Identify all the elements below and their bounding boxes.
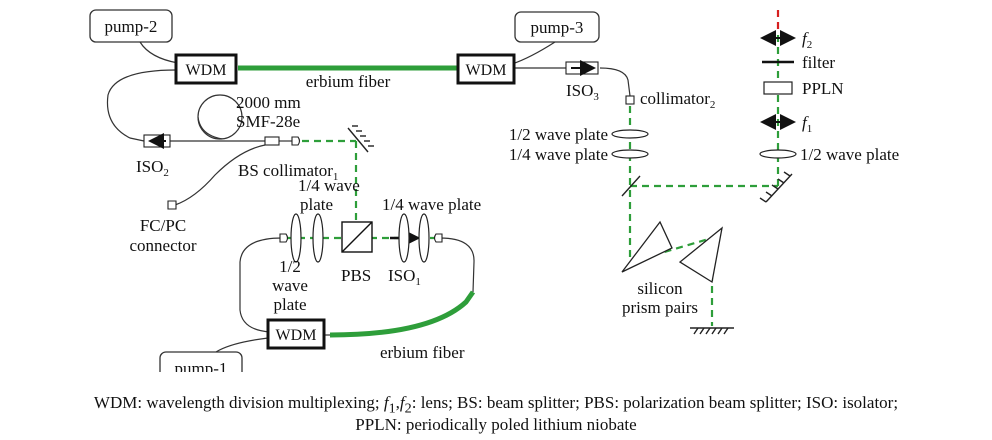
quarter-wave-right-label: 1/4 wave plate	[382, 195, 481, 214]
iso2-isolator	[143, 133, 171, 149]
pump-1-box: pump-1	[159, 351, 243, 372]
wdm-top-right: WDM	[456, 53, 516, 85]
collimator-2	[625, 95, 635, 105]
caption-rest: : lens; BS: beam splitter; PBS: polariza…	[411, 393, 899, 412]
prism-label-line1: silicon	[637, 279, 683, 298]
bs-coupler	[264, 136, 280, 146]
iso3-label: ISO3	[566, 81, 599, 103]
pump-2-label: pump-2	[105, 17, 158, 36]
caption-f2-letter: f	[399, 393, 405, 412]
laser-setup-diagram: pump-2 WDM WDM pump-3 erbium fiber 2000 …	[89, 9, 899, 372]
half-wave-left-line1: 1/2	[279, 257, 301, 276]
ppln-crystal	[763, 81, 793, 95]
half-wave-right-label: 1/2 wave plate	[800, 145, 899, 164]
bs-collimator1-label: BS collimator1	[238, 161, 338, 183]
prism-label-line2: prism pairs	[622, 298, 698, 317]
collimator2-label: collimator2	[640, 89, 715, 111]
caption-line-1: WDM: wavelength division multiplexing; f…	[0, 392, 992, 419]
smf-length-label: 2000 mm	[236, 93, 301, 112]
iso3-isolator	[565, 60, 599, 76]
pump-2-box: pump-2	[89, 9, 173, 43]
prism-1	[621, 220, 673, 273]
fcpc-connector	[167, 200, 177, 210]
collimator-1	[291, 136, 301, 146]
mirror-top-left	[347, 125, 374, 153]
erbium-fiber-top-label: erbium fiber	[306, 72, 391, 91]
quarter-wave-left-line1: 1/4 wave	[298, 176, 360, 195]
wdm-top-left: WDM	[174, 53, 238, 85]
quarter-wave-plate-right	[418, 213, 430, 263]
pbs-label: PBS	[341, 266, 371, 285]
iso1-label: ISO1	[388, 266, 421, 288]
caption-line-2: PPLN: periodically poled lithium niobate	[355, 415, 637, 434]
caption-f1-letter: f	[383, 393, 389, 412]
caption-comma: ,	[395, 393, 400, 412]
erbium-fiber-bottom-label: erbium fiber	[380, 343, 465, 362]
pump-3-label: pump-3	[531, 18, 584, 37]
ppln-label: PPLN	[802, 79, 844, 98]
wdm-bottom: WDM	[266, 318, 326, 350]
caption-sub1: 1	[388, 400, 396, 417]
half-wave-left-line3: plate	[273, 295, 306, 314]
wdm-top-right-label: WDM	[466, 62, 507, 79]
caption-sub2: 2	[404, 400, 412, 417]
erbium-fiber-bottom	[329, 290, 476, 338]
collimator-lower-left	[279, 233, 289, 243]
half-wave-mid-label: 1/2 wave plate	[509, 125, 608, 144]
quarter-wave-mid-label: 1/4 wave plate	[509, 145, 608, 164]
half-wave-plate-mid	[611, 129, 649, 139]
pump-1-label: pump-1	[175, 359, 228, 372]
smf-type-label: SMF-28e	[236, 112, 300, 131]
pump-3-box: pump-3	[514, 11, 600, 43]
caption-wdm: WDM: wavelength division multiplexing;	[93, 393, 380, 412]
fcpc-label-line1: FC/PC	[140, 216, 186, 235]
mirror-right-corner	[759, 171, 793, 203]
half-wave-plate-right	[759, 149, 797, 159]
filter-label: filter	[802, 53, 835, 72]
half-wave-plate-left	[290, 213, 302, 263]
pbs-cube	[341, 221, 373, 253]
f1-label: f1	[802, 113, 812, 135]
lower-right-plate	[398, 213, 410, 263]
iso2-label: ISO2	[136, 157, 169, 179]
wdm-top-left-label: WDM	[186, 62, 227, 79]
quarter-wave-plate-left	[312, 213, 324, 263]
f2-label: f2	[802, 29, 812, 51]
half-wave-left-line2: wave	[272, 276, 308, 295]
wdm-bottom-label: WDM	[276, 327, 317, 344]
quarter-wave-left-line2: plate	[300, 195, 333, 214]
quarter-wave-plate-mid	[611, 149, 649, 159]
mirror-bottom	[690, 327, 734, 335]
collimator-lower-right	[433, 233, 443, 243]
prism-2	[678, 226, 723, 284]
mid-corner-plate	[621, 175, 641, 197]
fcpc-label-line2: connector	[129, 236, 196, 255]
